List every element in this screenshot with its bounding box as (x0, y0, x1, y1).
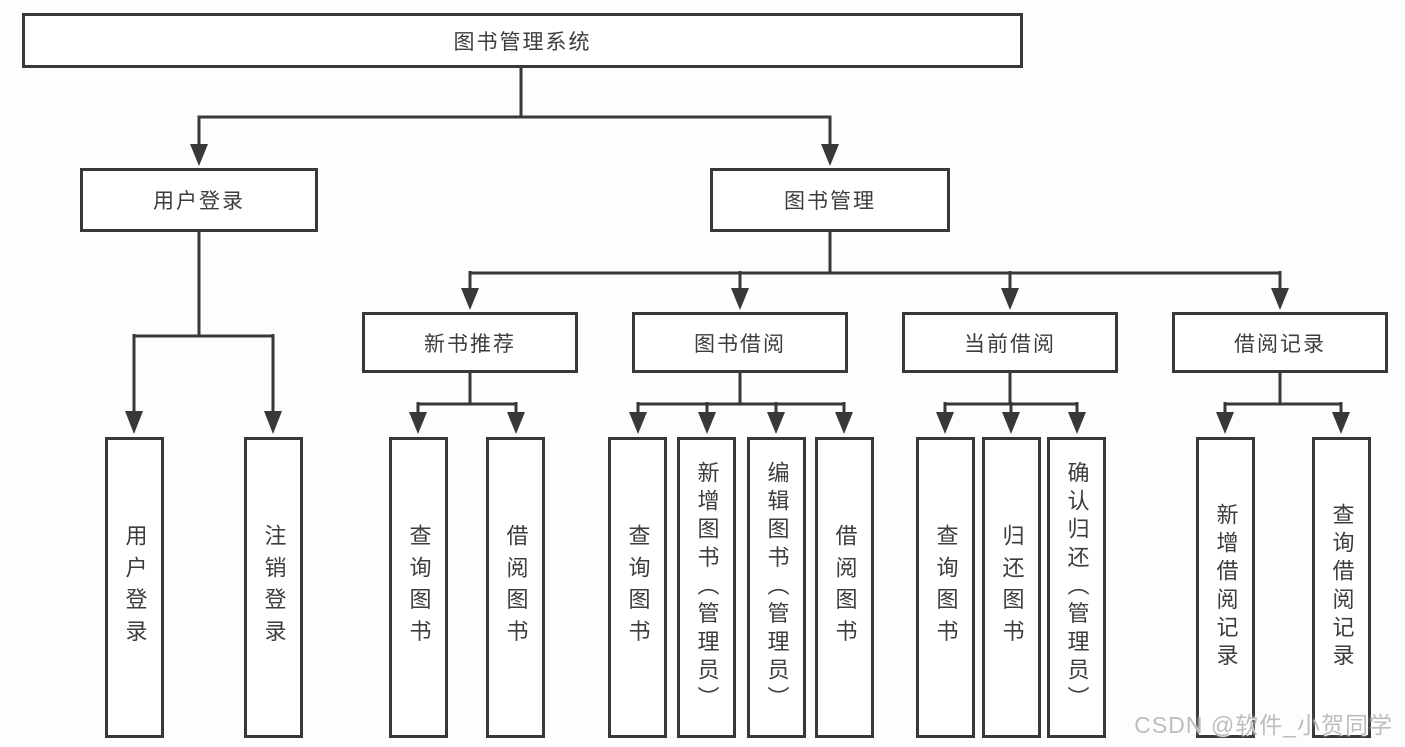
leaf-query-books-newbook: 查询图书 (389, 437, 448, 738)
arrowheads-records (1216, 412, 1350, 434)
connector-group-login (132, 232, 275, 412)
node-current-borrowing: 当前借阅 (902, 312, 1118, 373)
node-new-book-recommend-label: 新书推荐 (424, 332, 516, 356)
leaf-user-login-label: 用户登录 (122, 523, 148, 652)
leaf-query-books-current: 查询图书 (916, 437, 975, 738)
node-borrowing-records: 借阅记录 (1172, 312, 1388, 373)
node-book-borrowing: 图书借阅 (632, 312, 848, 373)
node-new-book-recommend: 新书推荐 (362, 312, 578, 373)
leaf-logout-label: 注销登录 (261, 523, 287, 652)
leaf-query-borrow-record-label: 查询借阅记录 (1329, 503, 1355, 672)
leaf-return-books-label: 归还图书 (999, 523, 1025, 652)
arrowheads-borrow (629, 412, 853, 434)
leaf-return-books: 归还图书 (982, 437, 1041, 738)
leaf-add-borrow-record: 新增借阅记录 (1196, 437, 1255, 738)
leaf-edit-books-admin-label: 编辑图书（管理员） (764, 460, 790, 715)
arrowheads-login (125, 411, 282, 434)
leaf-user-login: 用户登录 (105, 437, 164, 738)
csdn-watermark: CSDN @软件_小贺同学 (1134, 712, 1393, 738)
node-root-label: 图书管理系统 (453, 30, 592, 54)
leaf-add-books-admin-label: 新增图书（管理员） (694, 460, 720, 715)
leaf-query-books-current-label: 查询图书 (933, 523, 959, 652)
arrowheads-newbook (409, 412, 525, 434)
node-borrowing-records-label: 借阅记录 (1234, 332, 1326, 356)
connector-group-root (197, 68, 832, 146)
connector-group-current (943, 373, 1079, 414)
leaf-query-books-borrow: 查询图书 (608, 437, 667, 738)
leaf-query-books-borrow-label: 查询图书 (625, 523, 651, 652)
leaf-borrow-books-newbook-label: 借阅图书 (503, 523, 529, 652)
arrowheads-current (936, 412, 1086, 434)
node-user-login: 用户登录 (80, 168, 318, 232)
node-book-management-label: 图书管理 (784, 190, 876, 213)
node-book-management: 图书管理 (710, 168, 950, 232)
leaf-add-books-admin: 新增图书（管理员） (677, 437, 736, 738)
connector-group-borrow (636, 373, 846, 414)
arrowheads-bookmgmt (461, 288, 1289, 310)
leaf-query-borrow-record: 查询借阅记录 (1312, 437, 1371, 738)
connector-group-newbook (416, 373, 518, 414)
leaf-borrow-books-newbook: 借阅图书 (486, 437, 545, 738)
node-root: 图书管理系统 (22, 13, 1023, 68)
leaf-query-books-newbook-label: 查询图书 (406, 523, 432, 652)
node-current-borrowing-label: 当前借阅 (964, 332, 1056, 356)
node-user-login-label: 用户登录 (153, 190, 245, 213)
leaf-add-borrow-record-label: 新增借阅记录 (1213, 503, 1239, 672)
leaf-confirm-return-admin: 确认归还（管理员） (1047, 437, 1106, 738)
leaf-borrow-books-label: 借阅图书 (832, 523, 858, 652)
arrowheads-root (190, 144, 839, 166)
leaf-logout: 注销登录 (244, 437, 303, 738)
leaf-confirm-return-admin-label: 确认归还（管理员） (1064, 460, 1090, 715)
node-book-borrowing-label: 图书借阅 (694, 332, 786, 356)
leaf-edit-books-admin: 编辑图书（管理员） (747, 437, 806, 738)
leaf-borrow-books: 借阅图书 (815, 437, 874, 738)
connector-group-records (1223, 373, 1343, 414)
connector-group-bookmgmt (468, 232, 1282, 290)
